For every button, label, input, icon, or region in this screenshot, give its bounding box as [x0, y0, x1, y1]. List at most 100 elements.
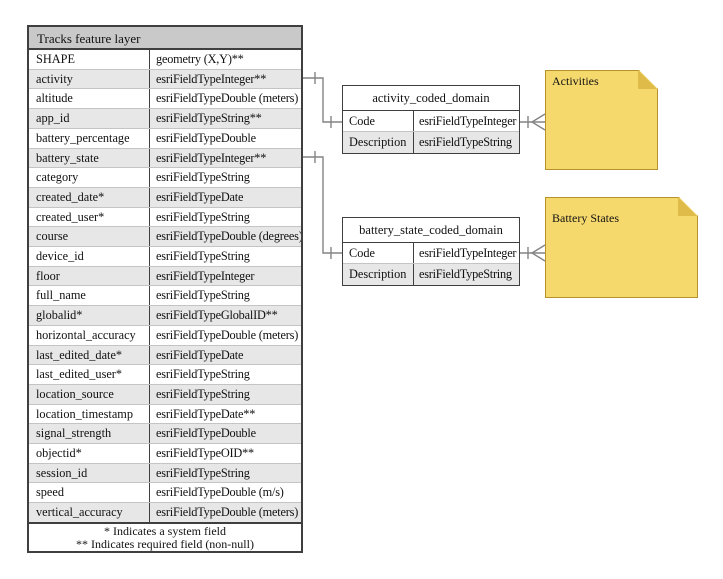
battery-state-coded-domain-table: battery_state_coded_domain Code esriFiel…: [342, 217, 520, 286]
note-text: Battery States: [552, 212, 619, 226]
table-row: course esriFieldTypeDouble (degrees): [29, 227, 301, 248]
field-rows: SHAPE geometry (X,Y)** activity esriFiel…: [29, 50, 301, 522]
crow-foot: [531, 113, 546, 131]
field-type: esriFieldTypeString: [156, 465, 250, 480]
table-row: battery_state esriFieldTypeInteger**: [29, 148, 301, 169]
table-title: Tracks feature layer: [29, 27, 301, 50]
field-name: Code: [343, 243, 414, 263]
field-type: esriFieldTypeDouble (meters): [156, 91, 299, 106]
field-name: location_timestamp: [29, 404, 150, 424]
table-row: session_id esriFieldTypeString: [29, 463, 301, 484]
table-row: created_date* esriFieldTypeDate: [29, 187, 301, 208]
field-type: esriFieldTypeGlobalID**: [156, 308, 278, 323]
field-name: last_edited_user*: [29, 365, 150, 384]
field-name: last_edited_date*: [29, 345, 150, 365]
field-name: Description: [343, 264, 414, 285]
field-type: esriFieldTypeString: [156, 367, 250, 382]
field-name: vertical_accuracy: [29, 503, 150, 522]
field-type: esriFieldTypeString: [156, 209, 250, 224]
field-name: category: [29, 168, 150, 187]
table-row: speed esriFieldTypeDouble (m/s): [29, 483, 301, 504]
table-row: signal_strength esriFieldTypeDouble: [29, 424, 301, 445]
table-row: location_timestamp esriFieldTypeDate**: [29, 404, 301, 425]
table-footnotes: * Indicates a system field ** Indicates …: [29, 522, 301, 551]
field-type: esriFieldTypeString: [156, 170, 250, 185]
note-text: Activities: [552, 75, 599, 88]
footnote-required-field: ** Indicates required field (non-null): [76, 536, 254, 551]
field-name: location_source: [29, 384, 150, 404]
field-type: esriFieldTypeDouble (meters): [156, 505, 299, 520]
field-type: esriFieldTypeInteger**: [156, 71, 267, 86]
domain-table-title: activity_coded_domain: [343, 86, 519, 111]
table-row: category esriFieldTypeString: [29, 168, 301, 188]
field-type: esriFieldTypeDouble (m/s): [156, 485, 284, 500]
field-type: esriFieldTypeDouble: [156, 130, 256, 145]
field-type: esriFieldTypeDate: [156, 189, 244, 204]
table-row: last_edited_date* esriFieldTypeDate: [29, 345, 301, 366]
field-name: floor: [29, 266, 150, 286]
field-name: app_id: [29, 109, 150, 128]
table-row: objectid* esriFieldTypeOID**: [29, 444, 301, 464]
activity-coded-domain-table: activity_coded_domain Code esriFieldType…: [342, 85, 520, 154]
table-row: created_user* esriFieldTypeString: [29, 207, 301, 228]
field-name: activity: [29, 69, 150, 89]
domain-table-title: battery_state_coded_domain: [343, 218, 519, 243]
crow-foot: [531, 244, 546, 262]
field-type: esriFieldTypeString: [419, 135, 512, 149]
field-name: objectid*: [29, 444, 150, 463]
field-type: esriFieldTypeInteger: [156, 268, 255, 283]
field-type: esriFieldTypeDouble: [156, 426, 256, 441]
field-type: esriFieldTypeString: [156, 288, 250, 303]
note-title: Battery States: [552, 211, 619, 225]
table-row: Code esriFieldTypeInteger: [343, 111, 519, 132]
connector-activity-domain: [303, 77, 342, 123]
table-row: battery_percentage esriFieldTypeDouble: [29, 128, 301, 149]
field-name: horizontal_accuracy: [29, 325, 150, 345]
tracks-feature-layer-table: Tracks feature layer SHAPE geometry (X,Y…: [27, 25, 303, 554]
field-name: device_id: [29, 247, 150, 266]
field-type: esriFieldTypeString: [156, 249, 250, 264]
table-row: full_name esriFieldTypeString: [29, 286, 301, 307]
field-type: esriFieldTypeDouble (degrees): [156, 229, 301, 244]
field-type: esriFieldTypeDate**: [156, 406, 256, 421]
table-row: vertical_accuracy esriFieldTypeDouble (m…: [29, 503, 301, 522]
table-row: Code esriFieldTypeInteger: [343, 243, 519, 264]
field-name: Description: [343, 132, 414, 153]
field-type: esriFieldTypeString**: [156, 111, 262, 126]
field-type: esriFieldTypeDate: [156, 347, 244, 362]
field-name: altitude: [29, 89, 150, 109]
table-row: device_id esriFieldTypeString: [29, 247, 301, 267]
field-name: SHAPE: [29, 50, 150, 69]
table-row: location_source esriFieldTypeString: [29, 384, 301, 405]
domain-rows: Code esriFieldTypeInteger Description es…: [343, 243, 519, 285]
field-type: esriFieldTypeString: [156, 386, 250, 401]
field-name: battery_percentage: [29, 128, 150, 148]
table-row: SHAPE geometry (X,Y)**: [29, 50, 301, 70]
field-name: course: [29, 227, 150, 247]
battery-states-note: Battery States: [545, 197, 698, 298]
field-name: created_date*: [29, 187, 150, 207]
table-row: globalid* esriFieldTypeGlobalID**: [29, 306, 301, 326]
field-type: esriFieldTypeInteger: [419, 114, 517, 128]
table-row: Description esriFieldTypeString: [343, 132, 519, 153]
field-type: esriFieldTypeInteger: [419, 246, 517, 260]
table-row: activity esriFieldTypeInteger**: [29, 69, 301, 90]
connector-battery-domain: [303, 156, 342, 254]
field-name: created_user*: [29, 207, 150, 227]
table-row: app_id esriFieldTypeString**: [29, 109, 301, 129]
field-name: globalid*: [29, 306, 150, 325]
field-type: esriFieldTypeString: [419, 267, 512, 281]
footnote-system-field: * Indicates a system field: [104, 524, 226, 538]
field-name: full_name: [29, 286, 150, 306]
field-name: battery_state: [29, 148, 150, 168]
field-name: speed: [29, 483, 150, 503]
field-type: esriFieldTypeInteger**: [156, 150, 267, 165]
table-row: last_edited_user* esriFieldTypeString: [29, 365, 301, 385]
field-name: session_id: [29, 463, 150, 483]
table-row: Description esriFieldTypeString: [343, 264, 519, 285]
field-type: esriFieldTypeOID**: [156, 446, 254, 461]
domain-rows: Code esriFieldTypeInteger Description es…: [343, 111, 519, 153]
table-row: horizontal_accuracy esriFieldTypeDouble …: [29, 325, 301, 346]
field-type: esriFieldTypeDouble (meters): [156, 327, 299, 342]
